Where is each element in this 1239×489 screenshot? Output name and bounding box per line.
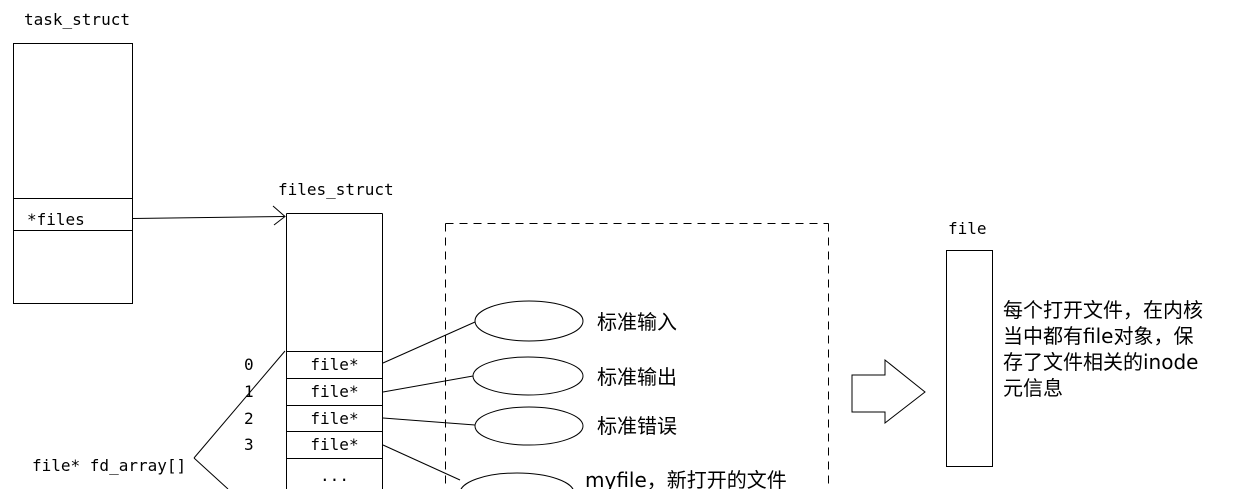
stdin-ellipse xyxy=(474,300,584,342)
note-line-4: 元信息 xyxy=(1003,376,1063,400)
myfile-ellipse xyxy=(460,472,574,489)
fd-cell-2: file* xyxy=(310,409,359,428)
file-object-note: 每个打开文件，在内核 当中都有file对象，保 存了文件相关的inode 元信息 xyxy=(1003,297,1223,401)
open-files-dashed-box xyxy=(445,223,829,489)
fd-connector-stdin xyxy=(382,321,476,364)
fd-array-bracket xyxy=(193,350,286,489)
fd-cell-ellipsis: ... xyxy=(320,466,349,485)
files-struct-title: files_struct xyxy=(278,180,394,199)
stdout-ellipse xyxy=(472,356,584,396)
fd-array-label: file* fd_array[] xyxy=(32,456,187,475)
stdout-label: 标准输出 xyxy=(597,365,677,389)
files-pointer-arrow xyxy=(132,205,286,226)
fd-connector-stdout xyxy=(382,375,474,393)
note-line-1: 每个打开文件，在内核 xyxy=(1003,298,1203,322)
fd-connector-lines xyxy=(382,321,476,481)
stderr-ellipse xyxy=(474,406,584,446)
stderr-label: 标准错误 xyxy=(597,414,677,438)
file-object-ellipses xyxy=(460,300,584,489)
fd-index-0: 0 xyxy=(244,355,254,374)
task-struct-box xyxy=(13,43,133,304)
fd-cell-1: file* xyxy=(310,382,359,401)
fd-connector-myfile xyxy=(382,444,461,481)
files-struct-box xyxy=(286,213,383,489)
note-line-2: 当中都有file对象，保 xyxy=(1003,324,1194,348)
fd-index-3: 3 xyxy=(244,435,254,454)
task-struct-files-field: *files xyxy=(27,210,85,229)
fd-index-1: 1 xyxy=(244,382,254,401)
fd-cell-0: file* xyxy=(310,355,359,374)
stdin-label: 标准输入 xyxy=(597,310,677,334)
note-line-3: 存了文件相关的inode xyxy=(1003,350,1199,374)
file-object-box xyxy=(946,250,993,467)
myfile-label: myfile，新打开的文件 xyxy=(585,468,787,489)
block-arrow-right-icon xyxy=(851,358,926,425)
fd-connector-stderr xyxy=(382,417,476,426)
fd-cell-3: file* xyxy=(310,435,359,454)
task-struct-title: task_struct xyxy=(24,10,130,29)
file-object-title: file xyxy=(948,219,987,238)
fd-index-2: 2 xyxy=(244,409,254,428)
